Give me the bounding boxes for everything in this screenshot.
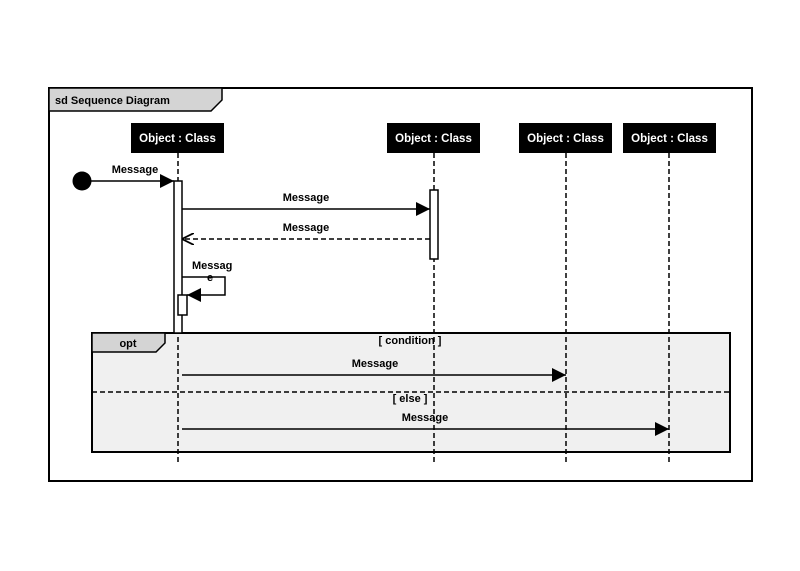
self-activation-bar <box>177 294 188 316</box>
lifeline-1-label: Object : Class <box>139 133 216 145</box>
found-message-start <box>72 171 92 191</box>
found-message-label: Message <box>112 164 158 176</box>
reply-message-label: Message <box>283 222 329 234</box>
self-message-arrow <box>182 276 226 302</box>
else-message-label: Message <box>402 412 448 424</box>
activation-bar-1 <box>173 180 183 334</box>
self-message-label-line2: e <box>207 272 213 284</box>
call-message-label: Message <box>283 192 329 204</box>
opt-operator-label: opt <box>119 338 136 350</box>
frame-label: sd Sequence Diagram <box>55 95 170 107</box>
lifeline-2-header <box>387 123 480 153</box>
opt-operator-tab <box>91 332 166 353</box>
lifeline-3-label: Object : Class <box>527 133 604 145</box>
activation-bar-2 <box>429 189 439 260</box>
opt-guard-label: [ condition ] <box>379 335 442 347</box>
frame-label-tab <box>48 87 223 112</box>
lifeline-4-header <box>623 123 716 153</box>
lifeline-4-label: Object : Class <box>631 133 708 145</box>
lifeline-2-label: Object : Class <box>395 133 472 145</box>
lifeline-1-header <box>131 123 224 153</box>
opt-message-label: Message <box>352 358 398 370</box>
self-message-label-line1: Messag <box>192 260 232 272</box>
lifeline-3-header <box>519 123 612 153</box>
else-guard-label: [ else ] <box>393 393 428 405</box>
